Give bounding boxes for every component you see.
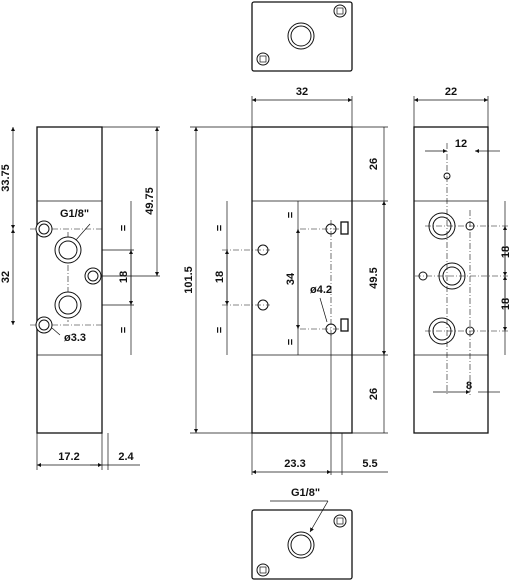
thread-label-top: G1/8"	[60, 208, 89, 220]
right-view	[413, 96, 508, 434]
dim-left-w: 17.2	[58, 451, 79, 463]
dim-front-bottom: 26	[368, 388, 380, 400]
left-view	[10, 126, 160, 470]
equal-front-b: =	[214, 327, 226, 333]
front-view	[190, 96, 388, 475]
dim-front-width: 32	[296, 86, 308, 98]
dim-right-p1: 18	[500, 246, 512, 258]
bottom-view	[251, 500, 353, 580]
dim-right-width: 22	[445, 86, 457, 98]
top-view	[251, 1, 353, 72]
dim-left-h2: 32	[0, 271, 12, 283]
dim-right-bottom: 8	[466, 380, 472, 392]
dim-left-h1: 33.75	[0, 164, 12, 192]
dia-mount-label: ø4.2	[310, 284, 332, 296]
dim-front-port: 18	[214, 271, 226, 283]
dim-left-offset: 2.4	[118, 451, 134, 463]
dim-right-p2: 18	[500, 298, 512, 310]
dim-left-top-port: 49.75	[144, 187, 156, 215]
dim-front-total: 101.5	[183, 266, 195, 294]
dim-front-w2: 5.5	[362, 458, 377, 470]
dia-small-label: ø3.3	[64, 332, 86, 344]
equal-left-bottom: =	[118, 327, 130, 333]
equal-front-c: =	[285, 212, 297, 218]
dim-right-off: 12	[455, 138, 467, 150]
dim-front-w1: 23.3	[284, 458, 305, 470]
dim-front-mid: 49.5	[368, 267, 380, 288]
dim-front-top: 26	[368, 158, 380, 170]
equal-front-d: =	[285, 339, 297, 345]
thread-label-bottom: G1/8"	[291, 487, 320, 499]
equal-left-top: =	[118, 225, 130, 231]
dim-front-mount: 34	[285, 272, 297, 285]
dim-left-port-spacing: 18	[118, 271, 130, 283]
equal-front-a: =	[214, 225, 226, 231]
